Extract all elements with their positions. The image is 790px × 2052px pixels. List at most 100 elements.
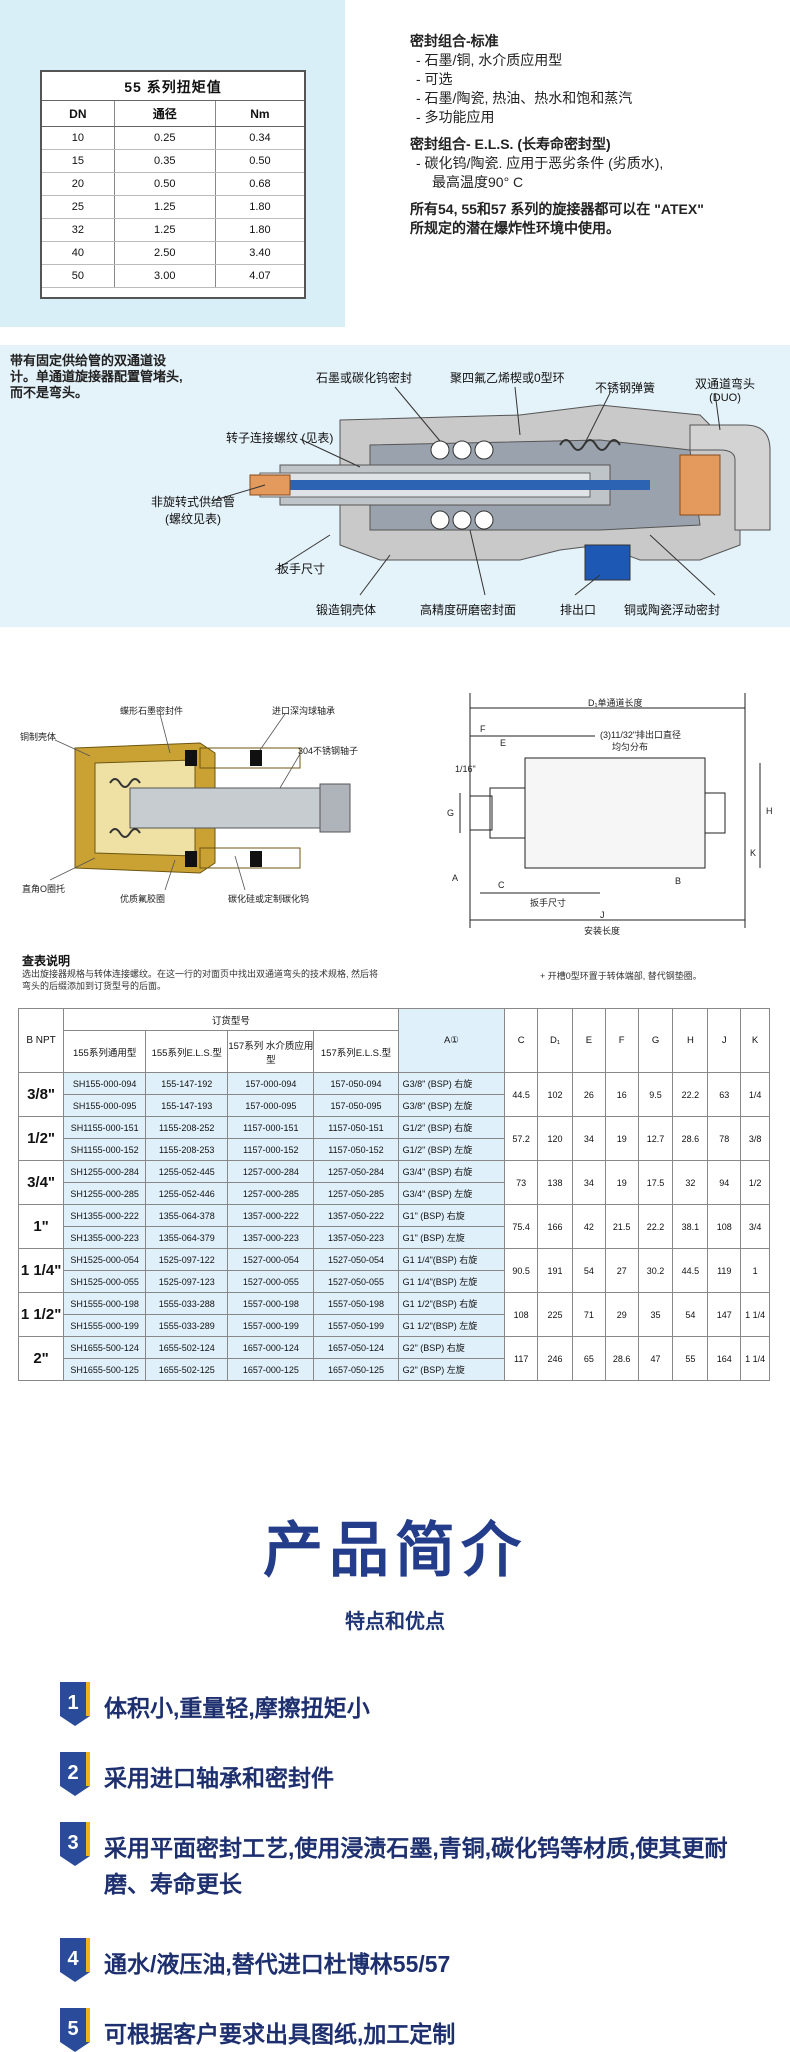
dim-c: 44.5 bbox=[504, 1072, 539, 1117]
seal-els-title: 密封组合- E.L.S. (长寿命密封型) bbox=[410, 136, 611, 152]
thread-cell: G1/2" (BSP) 右旋 bbox=[397, 1116, 506, 1139]
dim-d: 138 bbox=[537, 1160, 573, 1205]
torque-cell: 0.50 bbox=[113, 172, 216, 196]
torque-cell: 15 bbox=[42, 149, 115, 173]
dim-c: 75.4 bbox=[504, 1204, 539, 1249]
draw-label: 进口深沟球轴承 bbox=[272, 706, 336, 716]
model-cell: 1527-050-055 bbox=[313, 1270, 399, 1293]
draw-label: A bbox=[452, 873, 459, 883]
dim-c: 57.2 bbox=[504, 1116, 539, 1161]
number-badge-icon: 5 bbox=[60, 2008, 90, 2052]
model-cell: 1555-033-289 bbox=[145, 1314, 229, 1337]
header-e: E bbox=[571, 1008, 606, 1073]
dim-f: 19 bbox=[604, 1160, 639, 1205]
model-cell: 1257-000-285 bbox=[227, 1182, 315, 1205]
intro-subtitle: 特点和优点 bbox=[345, 1611, 445, 1633]
dim-g: 22.2 bbox=[637, 1204, 674, 1249]
cross-section-drawing bbox=[214, 386, 771, 596]
feature-number: 4 bbox=[67, 1948, 79, 1970]
dim-k: 1 1/4 bbox=[740, 1336, 770, 1381]
model-cell: 1157-050-152 bbox=[313, 1138, 399, 1161]
header-j: J bbox=[707, 1008, 742, 1073]
dim-j: 119 bbox=[707, 1248, 742, 1293]
model-cell: 1157-000-151 bbox=[227, 1116, 315, 1139]
number-badge-icon: 3 bbox=[60, 1822, 90, 1866]
model-cell: 1357-000-222 bbox=[227, 1204, 315, 1227]
model-cell: SH155-000-095 bbox=[63, 1094, 147, 1117]
draw-label: 优质氟胶圈 bbox=[120, 894, 166, 904]
model-cell: SH1155-000-151 bbox=[63, 1116, 147, 1139]
draw-label: G bbox=[447, 808, 455, 818]
label-wrench: 扳手尺寸 bbox=[277, 562, 326, 576]
seal-notes: 密封组合-标准 - 石墨/铜, 水介质应用型 - 可选 - 石墨/陶瓷, 热油、… bbox=[410, 32, 780, 238]
header-b-npt: B NPT bbox=[17, 1008, 65, 1073]
torque-cell: 25 bbox=[42, 195, 115, 219]
label-graphite-seal: 石墨或碳化钨密封 bbox=[316, 371, 413, 385]
torque-cell: 3.40 bbox=[214, 241, 304, 265]
header-155: 155系列通用型 bbox=[63, 1030, 147, 1073]
legend-description: 选出旋接器规格与转体连接螺纹。在这一行的对面页中找出双通道弯头的技术规格, 然后… bbox=[22, 969, 379, 991]
torque-cell: 0.34 bbox=[214, 126, 304, 150]
torque-header: Nm bbox=[214, 100, 304, 127]
torque-cell: 10 bbox=[42, 126, 115, 150]
seal-els-line: 最高温度90° C bbox=[432, 174, 524, 190]
dim-e: 54 bbox=[571, 1248, 606, 1293]
dim-j: 147 bbox=[707, 1292, 742, 1337]
dim-j: 108 bbox=[707, 1204, 742, 1249]
drawings-panel: 蝶形石墨密封件 进口深沟球轴承 铜制壳体 304不锈钢轴子 直角O圈托 优质氟胶… bbox=[0, 688, 790, 938]
drawing-figures bbox=[49, 693, 761, 928]
thread-cell: G1 1/4"(BSP) 右旋 bbox=[397, 1248, 506, 1271]
feature-text: 通水/液压油,替代进口杜博林55/57 bbox=[104, 1951, 451, 1977]
draw-label: B bbox=[675, 876, 682, 886]
draw-label: 直角O圈托 bbox=[22, 884, 66, 894]
model-cell: 1255-052-445 bbox=[145, 1160, 229, 1183]
model-cell: SH1525-000-055 bbox=[63, 1270, 147, 1293]
model-cell: 1527-050-054 bbox=[313, 1248, 399, 1271]
model-cell: SH155-000-094 bbox=[63, 1072, 147, 1095]
npt-size: 1" bbox=[17, 1204, 65, 1249]
model-cell: SH1255-000-285 bbox=[63, 1182, 147, 1205]
npt-size: 1 1/4" bbox=[17, 1248, 65, 1293]
feature-number: 1 bbox=[67, 1692, 78, 1714]
model-cell: 1657-000-125 bbox=[227, 1358, 315, 1381]
dim-f: 21.5 bbox=[604, 1204, 639, 1249]
header-c: C bbox=[504, 1008, 539, 1073]
npt-size: 2" bbox=[17, 1336, 65, 1381]
feature-number: 3 bbox=[67, 1832, 78, 1854]
cross-section-intro: 带有固定供给管的双通道设计。单通道旋接器配置管堵头, 而不是弯头。 bbox=[10, 353, 183, 400]
dim-f: 27 bbox=[604, 1248, 639, 1293]
dim-k: 3/4 bbox=[740, 1204, 770, 1249]
model-cell: SH1155-000-152 bbox=[63, 1138, 147, 1161]
model-cell: SH1555-000-198 bbox=[63, 1292, 147, 1315]
number-badge-icon: 2 bbox=[60, 1752, 90, 1796]
seal-standard-line: - 可选 bbox=[416, 71, 453, 87]
model-cell: 1355-064-378 bbox=[145, 1204, 229, 1227]
header-order-no: 订货型号 bbox=[63, 1008, 399, 1031]
dim-d: 246 bbox=[537, 1336, 573, 1381]
torque-cell: 4.07 bbox=[214, 264, 304, 288]
header-g: G bbox=[637, 1008, 674, 1073]
model-cell: 1357-050-222 bbox=[313, 1204, 399, 1227]
model-cell: 1257-050-285 bbox=[313, 1182, 399, 1205]
torque-cell: 20 bbox=[42, 172, 115, 196]
header-a: A① bbox=[397, 1008, 506, 1073]
dim-e: 42 bbox=[571, 1204, 606, 1249]
dim-e: 34 bbox=[571, 1116, 606, 1161]
label-elbow: 双通道弯头(DUO) bbox=[694, 377, 755, 404]
model-cell: 157-000-095 bbox=[227, 1094, 315, 1117]
seal-els-line: - 碳化钨/陶瓷. 应用于恶劣条件 (劣质水), bbox=[416, 155, 664, 171]
thread-cell: G2" (BSP) 左旋 bbox=[397, 1358, 506, 1381]
model-cell: 155-147-193 bbox=[145, 1094, 229, 1117]
dim-k: 1 1/4 bbox=[740, 1292, 770, 1337]
thread-cell: G1" (BSP) 右旋 bbox=[397, 1204, 506, 1227]
model-cell: 1657-050-125 bbox=[313, 1358, 399, 1381]
model-cell: 155-147-192 bbox=[145, 1072, 229, 1095]
